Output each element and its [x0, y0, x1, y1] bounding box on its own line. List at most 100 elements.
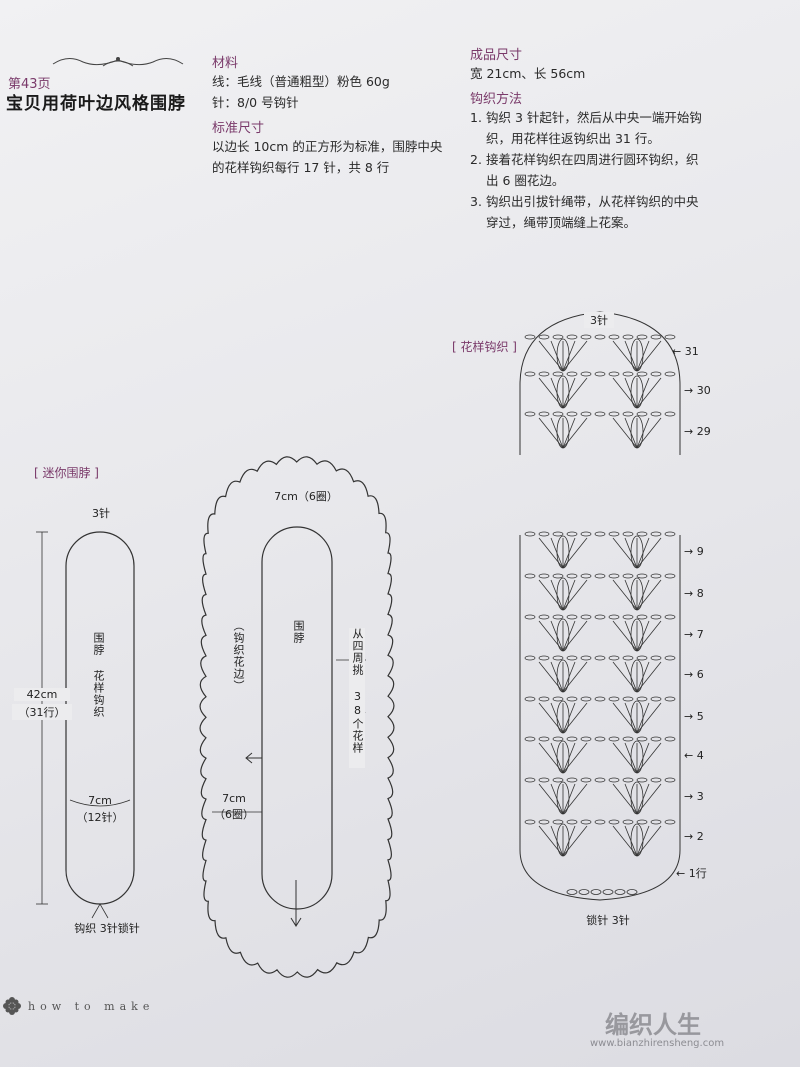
chain-mark: [538, 614, 550, 620]
chain-mark: [622, 573, 634, 579]
chain-mark: [566, 889, 578, 895]
chain-mark: [538, 696, 550, 702]
chain-mark: [594, 819, 606, 825]
chain-mark: [566, 736, 578, 742]
row-label: → 5: [684, 710, 704, 723]
row-label: → 2: [684, 830, 704, 843]
chain-mark: [552, 334, 564, 340]
stitch-mark: [556, 823, 570, 857]
chain-mark: [664, 614, 676, 620]
ruffle-edge-label: （钩织花边）: [232, 620, 245, 692]
row-label: ← 1行: [676, 867, 707, 880]
row-label: → 9: [684, 545, 704, 558]
row-label: → 30: [684, 384, 711, 397]
materials-heading: 材料: [212, 56, 239, 71]
chain-mark: [552, 655, 564, 661]
chain-mark: [552, 614, 564, 620]
chain-mark: [622, 371, 634, 377]
chain-mark: [580, 696, 592, 702]
chain-mark: [622, 531, 634, 537]
chain-mark: [594, 736, 606, 742]
chain-mark: [622, 334, 634, 340]
chain-mark: [524, 573, 536, 579]
method-steps: 1.钩织 3 针起针，然后从中央一端开始钩织，用花样往返钩织出 31 行。 2.…: [470, 107, 710, 233]
chain-mark: [594, 573, 606, 579]
chain-mark: [608, 411, 620, 417]
mini-chain-label: 钩织 3针锁针: [74, 922, 140, 935]
chain-mark: [566, 655, 578, 661]
chain-mark: [524, 371, 536, 377]
chain-mark: [664, 736, 676, 742]
stitch-mark: [630, 659, 644, 693]
chain-mark: [566, 411, 578, 417]
stitch-mark: [630, 338, 644, 372]
chain-mark: [524, 614, 536, 620]
chain-mark: [622, 411, 634, 417]
stitch-mark: [556, 535, 570, 569]
chain-mark: [636, 573, 648, 579]
chain-mark: [566, 819, 578, 825]
chain-mark: [524, 696, 536, 702]
chain-mark: [622, 614, 634, 620]
method-section: 成品尺寸 宽 21cm、长 56cm 钩织方法 1.钩织 3 针起针，然后从中央…: [470, 44, 710, 233]
chain-mark: [552, 371, 564, 377]
page-reference: 第43页: [8, 77, 51, 92]
stitch-mark: [556, 659, 570, 693]
chain-mark: [664, 696, 676, 702]
chain-mark: [636, 614, 648, 620]
chain-mark: [650, 819, 662, 825]
chain-mark: [664, 777, 676, 783]
ruffle-left-rounds: （6圈）: [214, 808, 254, 821]
chain-mark: [614, 889, 626, 895]
chain-mark: [538, 531, 550, 537]
row-label: → 6: [684, 668, 704, 681]
chain-mark: [664, 655, 676, 661]
chain-mark: [626, 889, 638, 895]
chain-mark: [566, 371, 578, 377]
chain-mark: [608, 614, 620, 620]
chain-mark: [650, 334, 662, 340]
chain-mark: [622, 777, 634, 783]
stitch-mark: [630, 375, 644, 409]
chain-mark: [608, 736, 620, 742]
materials-needle: 针：8/0 号钩针: [212, 95, 299, 110]
stitch-mark: [556, 415, 570, 449]
finished-heading: 成品尺寸: [470, 48, 523, 63]
chain-mark: [594, 777, 606, 783]
chain-mark: [566, 334, 578, 340]
mini-rows: （31行）: [12, 704, 72, 720]
chain-mark: [524, 819, 536, 825]
mini-body-label: 围脖 花样钩织: [92, 632, 105, 718]
chain-mark: [552, 531, 564, 537]
chain-mark: [580, 819, 592, 825]
chain-mark: [580, 411, 592, 417]
chain-mark: [538, 819, 550, 825]
chain-mark: [538, 736, 550, 742]
mini-length: 42cm: [14, 688, 70, 701]
chain-mark: [524, 777, 536, 783]
chain-mark: [608, 371, 620, 377]
chain-mark: [650, 777, 662, 783]
mini-bottom-width: 7cm: [88, 794, 112, 807]
chain-mark: [566, 573, 578, 579]
stitch-mark: [630, 781, 644, 815]
chain-mark: [552, 819, 564, 825]
chain-mark: [608, 573, 620, 579]
chain-mark: [590, 889, 602, 895]
chain-mark: [594, 411, 606, 417]
method-step: 1.钩织 3 针起针，然后从中央一端开始钩织，用花样往返钩织出 31 行。: [470, 110, 702, 146]
chain-mark: [608, 819, 620, 825]
chain-mark: [650, 696, 662, 702]
chain-mark: [650, 371, 662, 377]
ruffle-left-width: 7cm: [222, 792, 246, 805]
chain-mark: [608, 334, 620, 340]
chain-mark: [622, 655, 634, 661]
chain-mark: [566, 531, 578, 537]
ruffle-scarf-outline: [199, 456, 395, 978]
stitch-mark: [630, 415, 644, 449]
chain-mark: [524, 531, 536, 537]
chain-mark: [524, 411, 536, 417]
row-label: ← 31: [672, 345, 699, 358]
